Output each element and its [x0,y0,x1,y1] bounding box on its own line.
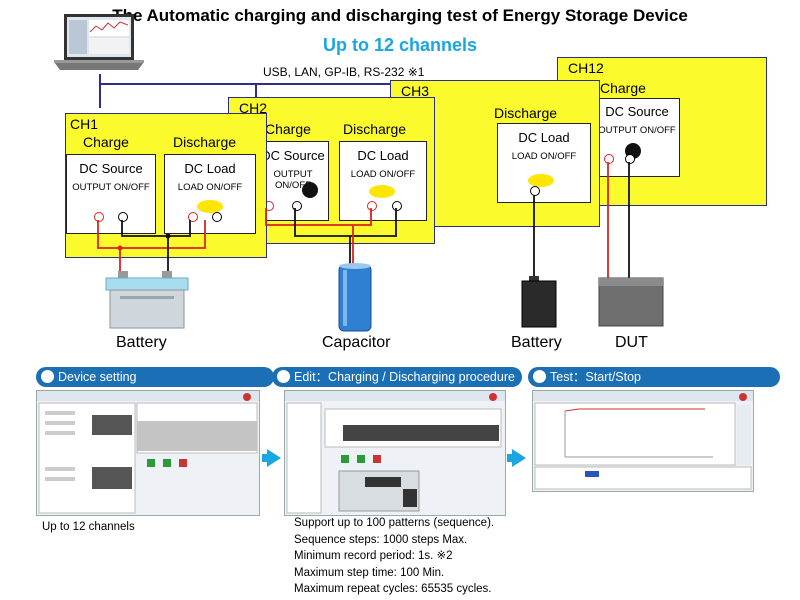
output-control-label: OUTPUT ON/OFF [72,182,150,193]
dc-load-box: DC Load LOAD ON/OFF [339,141,427,221]
dut-label: DUT [615,334,648,351]
spec-list: Support up to 100 patterns (sequence). S… [294,515,494,598]
device-setting-screenshot [36,390,260,516]
spec-item: Support up to 100 patterns (sequence). [294,517,495,529]
flow-arrow [262,454,268,462]
load-control-label: LOAD ON/OFF [350,169,416,180]
flow-arrow [507,454,513,462]
discharge-label: Discharge [343,121,407,137]
channel-label: CH3 [401,83,430,99]
step-label: Test：Start/Stop [550,370,642,384]
positive-terminal-icon [188,212,198,222]
discharge-label: Discharge [494,105,558,121]
step-label: Device setting [58,370,137,384]
bus-line [99,74,101,108]
positive-terminal-icon [94,212,104,222]
dc-source-box: DC Source OUTPUT ON/OFF [66,154,156,234]
output-control-label: OUTPUT ON/OFF [598,125,676,136]
dc-source-title: DC Source [605,104,669,119]
load-button-icon [197,200,223,213]
positive-terminal-icon [367,201,377,211]
capacitor-icon [338,262,372,334]
step-edit: Edit：Charging / Discharging procedure ed… [272,367,522,404]
spec-item: Minimum record period: 1s. ※2 [294,550,453,562]
load-control-label: LOAD ON/OFF [177,182,243,193]
negative-terminal-icon [292,201,302,211]
charge-label: Charge [600,80,646,96]
output-control-label: OUTPUT ON/OFF [273,169,313,191]
negative-terminal-icon [118,212,128,222]
spec-item: Sequence steps: 1000 steps Max. [294,533,468,546]
battery-label: Battery [511,334,562,351]
dc-source-title: DC Source [79,161,143,176]
dc-load-title: DC Load [184,161,236,176]
capacitor-label: Capacitor [322,334,391,351]
step-test: Test：Start/Stop [528,367,780,387]
discharge-label: Discharge [173,134,237,150]
bus-line [99,83,637,85]
dc-load-title: DC Load [518,130,570,145]
dut-icon [598,277,664,327]
laptop-icon [52,12,147,74]
charge-label: Charge [265,121,311,137]
step-device-setting: Device setting [36,367,274,387]
dc-load-title: DC Load [357,148,409,163]
device-note: Up to 12 channels [42,521,135,533]
page-subtitle: Up to 12 channels [322,35,478,55]
battery-icon [104,268,190,330]
dc-load-box: DC Load LOAD ON/OFF [497,123,591,203]
page-title: The Automatic charging and discharging t… [112,6,688,25]
output-button-icon [302,182,318,198]
procedure-editing-screenshot [284,390,506,516]
dc-load-box: DC Load LOAD ON/OFF [164,154,256,234]
flow-arrow-icon [267,449,281,467]
negative-terminal-icon [212,212,222,222]
test-screenshot [532,390,754,492]
spec-item: Maximum repeat cycles: 65535 cycles. [294,583,492,595]
spec-item: Maximum step time: 100 Min. [294,566,445,579]
load-button-icon [528,174,554,187]
load-button-icon [369,185,395,198]
channel-label: CH1 [70,116,99,132]
dc-source-title: DC Source [261,148,325,163]
negative-terminal-icon [530,186,540,196]
charge-label: Charge [83,134,129,150]
positive-terminal-icon [604,154,614,164]
negative-terminal-icon [392,201,402,211]
load-control-label: LOAD ON/OFF [511,151,577,162]
channel-label: CH12 [568,60,604,76]
channel-label: CH2 [239,100,268,116]
battery-label: Battery [116,334,167,351]
flow-arrow-icon [512,449,526,467]
negative-terminal-icon [625,154,635,164]
battery-icon [521,276,557,328]
bus-line [255,83,257,97]
interface-label: USB, LAN, GP-IB, RS-232 ※1 [263,65,425,79]
